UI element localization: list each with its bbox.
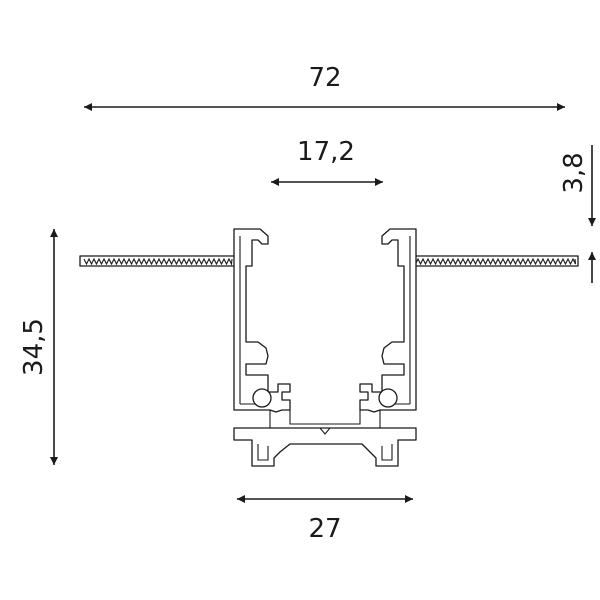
dimension-label-flange-thickness: 3,8 xyxy=(559,152,589,193)
dimension-label-profile-height: 34,5 xyxy=(19,318,49,376)
profile-cross-section xyxy=(79,228,579,467)
dimension-profile-height: 34,5 xyxy=(19,229,58,465)
left-pin-channel xyxy=(252,388,272,408)
dimension-flange-thickness: 3,8 xyxy=(559,145,596,283)
right-pin-channel xyxy=(378,388,398,408)
profile-base xyxy=(233,410,417,467)
dimension-base-width: 27 xyxy=(237,495,413,544)
dimension-label-opening-width: 17,2 xyxy=(297,137,355,167)
dimension-label-total-width: 72 xyxy=(308,63,341,93)
right-wall xyxy=(359,228,417,413)
dimension-opening-width: 17,2 xyxy=(271,137,383,186)
right-flange xyxy=(409,255,579,267)
left-flange xyxy=(79,255,236,267)
dimension-total-width: 72 xyxy=(84,63,565,111)
dimension-label-base-width: 27 xyxy=(308,514,341,544)
left-wall xyxy=(233,228,291,413)
